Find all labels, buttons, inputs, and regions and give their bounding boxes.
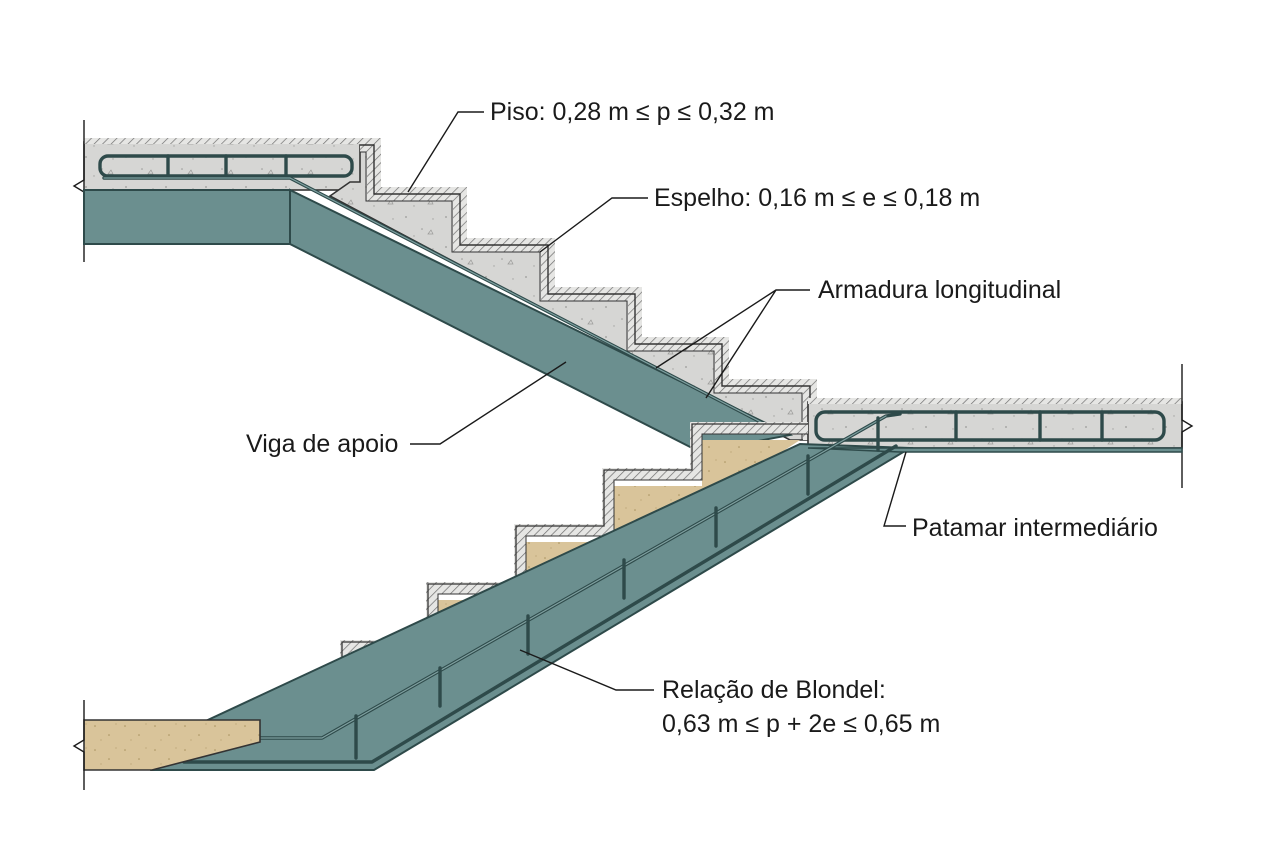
leader-blondel <box>519 649 654 691</box>
label-espelho: Espelho: 0,16 m ≤ e ≤ 0,18 m <box>654 184 980 212</box>
label-patamar-intermediario: Patamar intermediário <box>912 514 1158 542</box>
leader-piso <box>407 111 484 193</box>
inclined-beam <box>289 188 794 454</box>
break-line <box>1181 364 1194 488</box>
leader-lines <box>407 111 907 691</box>
landing-rebar <box>814 410 1166 442</box>
leader-armadura <box>655 289 810 399</box>
leader-espelho <box>539 197 648 253</box>
lower-longitudinal-rebar-bottom <box>182 444 898 764</box>
lower-stirrups <box>354 416 880 760</box>
upper-flight <box>328 138 817 441</box>
label-blondel-title: Relação de Blondel: <box>662 676 886 704</box>
label-viga-de-apoio: Viga de apoio <box>246 430 398 458</box>
landing-finish <box>808 398 1182 404</box>
lower-slab <box>72 700 261 790</box>
leader-patamar <box>883 451 907 527</box>
break-line <box>72 120 85 262</box>
break-line <box>72 700 85 790</box>
label-armadura-longitudinal: Armadura longitudinal <box>818 276 1061 304</box>
upper-slab-concrete <box>83 141 375 191</box>
label-piso: Piso: 0,28 m ≤ p ≤ 0,32 m <box>490 98 775 126</box>
leader-viga <box>410 361 567 445</box>
upper-slab <box>72 120 375 262</box>
upper-slab-finish <box>84 138 374 144</box>
label-blondel-formula: 0,63 m ≤ p + 2e ≤ 0,65 m <box>662 710 940 738</box>
landing-beam <box>807 447 1183 453</box>
upper-beam <box>83 189 291 245</box>
